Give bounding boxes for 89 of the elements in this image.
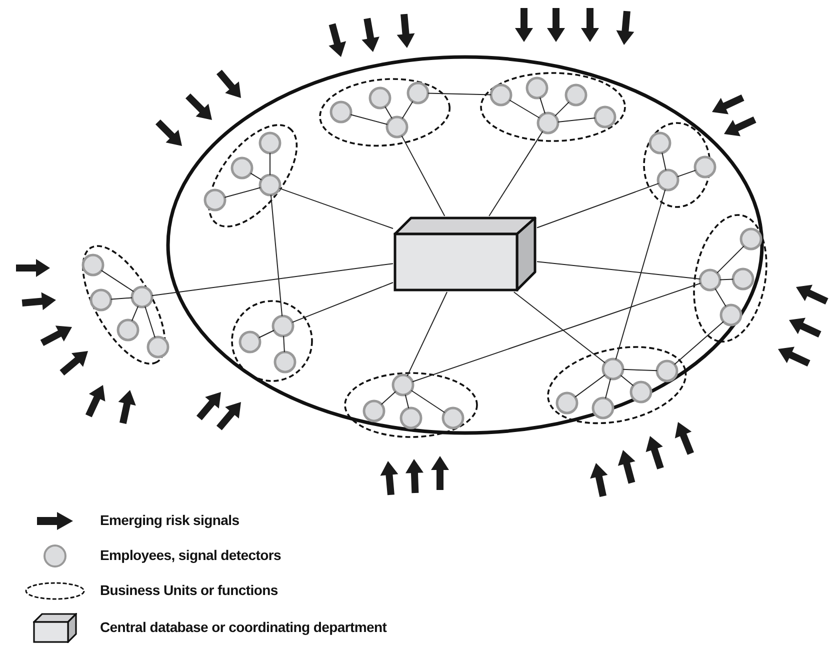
employee-circle (362, 399, 386, 423)
connector-line (536, 261, 701, 280)
connector-line (557, 118, 596, 122)
employee-circle (730, 266, 755, 291)
database-box (393, 216, 537, 292)
business-unit-ellipse (479, 71, 627, 143)
connector-line (410, 390, 446, 413)
connector-line (350, 114, 388, 125)
employee-circle (489, 83, 513, 107)
connector-line (401, 135, 446, 216)
connector-line (292, 282, 394, 323)
connector-line (662, 152, 666, 171)
connector-line (402, 101, 414, 119)
connector-line (554, 102, 570, 116)
connector-line (144, 306, 156, 338)
connector-line (428, 92, 492, 96)
business-unit-ellipse (692, 212, 768, 344)
employee-circle (391, 373, 415, 397)
employee-circle (656, 168, 680, 192)
connector-line (270, 194, 283, 317)
employee-circle (693, 155, 717, 179)
employee-circle (258, 130, 282, 155)
connector-line (250, 172, 262, 180)
connector-line (100, 270, 134, 292)
connector-line (622, 368, 658, 372)
connector-line (676, 170, 696, 178)
business-unit-ellipse (318, 76, 452, 148)
connector-line (720, 278, 734, 280)
legend-text: Business Units or functions (100, 582, 278, 598)
connector-line (283, 335, 285, 353)
employee-circle (273, 350, 297, 374)
connector-line (412, 282, 702, 382)
employee-circle (554, 390, 579, 415)
employee-circle (525, 76, 549, 100)
employee-circle (368, 86, 392, 110)
employee-circle (738, 226, 763, 251)
connector-line (380, 391, 396, 405)
employee-circle (564, 83, 588, 107)
connector-line (151, 263, 394, 296)
connector-line (488, 130, 544, 216)
employee-circle (536, 111, 560, 135)
connector-line (513, 292, 606, 364)
connector-line (574, 374, 606, 398)
employee-circle (441, 406, 465, 430)
employee-circle (116, 318, 140, 342)
employee-circle (88, 288, 113, 312)
connector-line (620, 374, 634, 386)
legend-text: Central database or coordinating department (100, 619, 387, 635)
employee-circle (406, 80, 430, 105)
employee-circle (654, 358, 679, 383)
connector-line (540, 97, 546, 114)
employee-circle (238, 330, 262, 354)
legend-text: Emerging risk signals (100, 512, 240, 528)
connector-line (131, 306, 139, 322)
connector-line (110, 297, 133, 300)
employee-circle (628, 380, 653, 404)
connector-line (509, 100, 540, 118)
legend-text: Employees, signal detectors (100, 547, 281, 563)
employee-circle (718, 302, 743, 327)
employee-circle (328, 100, 353, 124)
connector-line (604, 378, 612, 399)
employee-circle (203, 188, 227, 212)
employee-circle (399, 406, 423, 430)
connector-line (224, 187, 261, 198)
employee-circle (590, 396, 615, 420)
employee-circle (130, 284, 154, 309)
connector-line (714, 288, 726, 307)
business-unit-ellipse (230, 299, 314, 383)
connector-line (406, 292, 448, 376)
employee-circle (230, 156, 254, 180)
connector-line (258, 330, 274, 338)
connector-line (404, 394, 410, 409)
connector-line (716, 246, 744, 274)
business-unit-ellipse (343, 371, 479, 439)
employee-circle (698, 268, 722, 292)
employee-circle (384, 114, 409, 139)
employee-circle (593, 105, 617, 129)
employee-circle (271, 314, 295, 338)
connector-line (278, 188, 394, 230)
business-unit-ellipse (81, 244, 167, 366)
employee-circle (600, 356, 625, 381)
employee-circle (258, 172, 282, 197)
employee-circle (648, 131, 672, 155)
connector-line (674, 321, 724, 365)
employee-circle (146, 334, 170, 359)
employee-circle (81, 252, 105, 277)
connector-line (615, 189, 666, 360)
connector-line (384, 106, 392, 119)
business-unit-ellipse (546, 344, 688, 426)
